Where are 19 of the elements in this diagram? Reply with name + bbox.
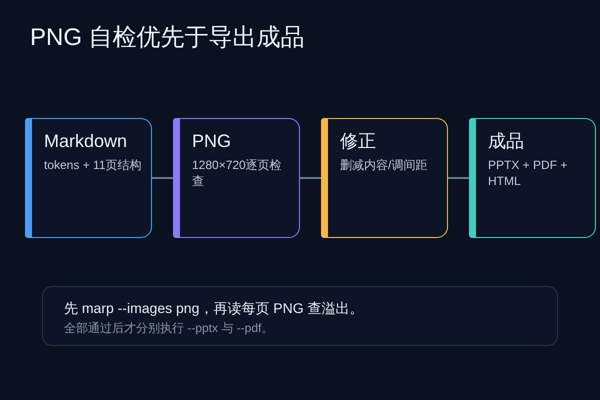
step-card [173, 118, 300, 238]
note-subtext: 全部通过后才分别执行 --pptx 与 --pdf。 [64, 320, 274, 337]
card-title: 修正 [340, 130, 376, 153]
connector-line [448, 177, 469, 179]
step-card [321, 118, 448, 238]
step-card [469, 118, 596, 238]
card-subtitle: 1280×720逐页检查 [192, 157, 283, 189]
card-subtitle: tokens + 11页结构 [44, 157, 142, 173]
diagram-title: PNG 自检优先于导出成品 [30, 23, 305, 53]
connector-line [152, 177, 173, 179]
card-title: PNG [192, 130, 232, 153]
card-subtitle: PPTX + PDF + HTML [488, 157, 568, 189]
card-title: 成品 [488, 130, 524, 153]
card-title: Markdown [44, 130, 128, 153]
step-card [25, 118, 152, 238]
card-subtitle: 删减内容/调间距 [340, 157, 428, 173]
note-panel [42, 286, 558, 346]
connector-line [300, 177, 321, 179]
note-text: 先 marp --images png，再读每页 PNG 查溢出。 [64, 299, 364, 318]
